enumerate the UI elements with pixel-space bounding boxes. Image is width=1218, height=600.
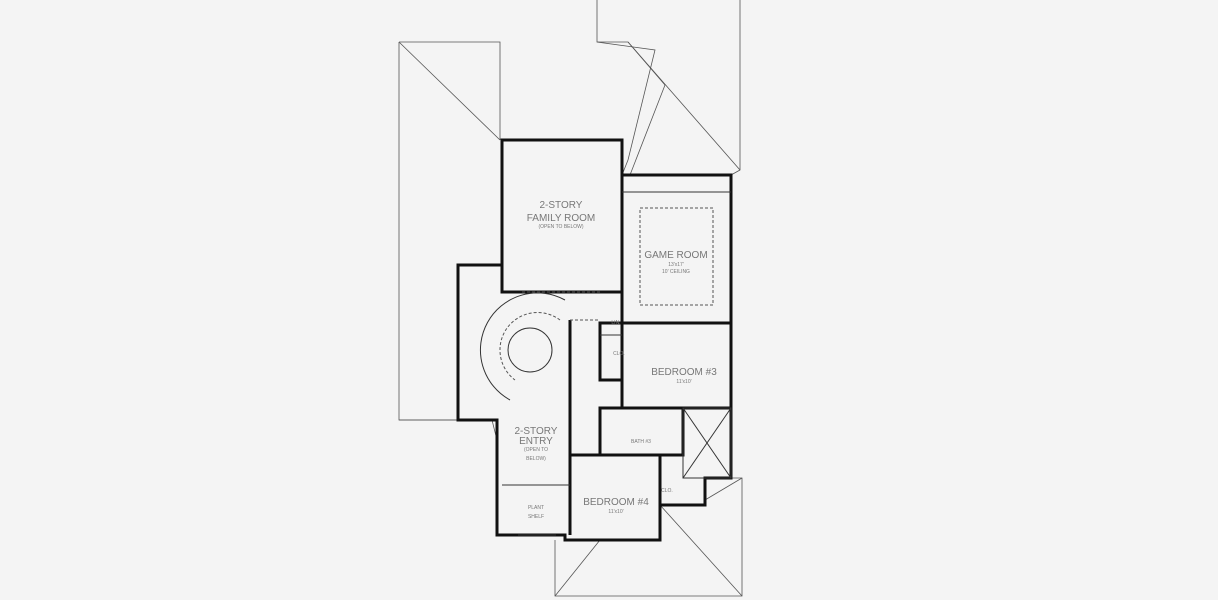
game-room-label: GAME ROOM <box>644 250 707 261</box>
family-room-label-2: FAMILY ROOM <box>527 213 596 224</box>
closet-label-2: CLO. <box>661 488 673 494</box>
room-bedroom-3: BEDROOM #3 11'x10' <box>651 367 717 385</box>
family-room-note: (OPEN TO BELOW) <box>538 224 583 230</box>
ceiling-outline <box>639 207 714 306</box>
linen-label: LIN. <box>611 320 620 326</box>
bedroom-3-label: BEDROOM #3 <box>651 367 717 378</box>
roof-outline <box>398 0 743 597</box>
bedroom-3-size: 11'x10' <box>676 379 691 385</box>
bedroom-4-label: BEDROOM #4 <box>583 497 649 508</box>
family-room-label-1: 2-STORY <box>540 200 583 211</box>
room-entry: 2-STORY ENTRY (OPEN TO BELOW) <box>515 426 558 462</box>
entry-label-2: ENTRY <box>519 436 553 447</box>
game-room-size: 13'x17' <box>668 262 684 268</box>
closet-label-1: CLO. <box>613 351 625 357</box>
bath-3-label: BATH #3 <box>631 439 651 445</box>
room-bedroom-4: BEDROOM #4 11'x10' <box>583 497 649 515</box>
walls <box>456 138 733 542</box>
plant-shelf-label-2: SHELF <box>528 514 544 520</box>
room-game: GAME ROOM 13'x17' 10' CEILING <box>644 250 707 275</box>
staircase <box>479 291 600 401</box>
game-room-note: 10' CEILING <box>662 269 690 275</box>
room-family: 2-STORY FAMILY ROOM (OPEN TO BELOW) <box>527 200 596 230</box>
plant-shelf-label-1: PLANT <box>528 505 544 511</box>
entry-label-1: 2-STORY <box>515 426 558 437</box>
entry-note-2: BELOW) <box>526 456 546 462</box>
entry-note-1: (OPEN TO <box>524 447 548 453</box>
bedroom-4-size: 11'x10' <box>608 509 623 515</box>
